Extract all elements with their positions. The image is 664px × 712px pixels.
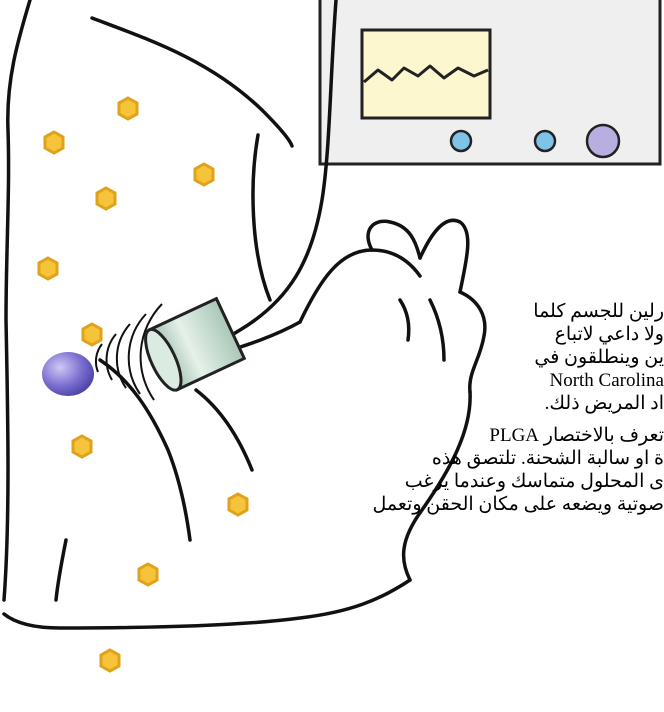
text-line: ين وينطلقون في	[533, 346, 664, 369]
monitor-knob-blue-2	[535, 131, 555, 151]
nanoparticle	[45, 132, 63, 153]
monitor-knob-purple	[587, 125, 619, 157]
nanoparticle	[139, 564, 157, 585]
article-paragraph-1: رلين للجسم كلما ولا داعي لاتباع ين وينطل…	[533, 300, 664, 415]
text-line: North Carolina	[533, 369, 664, 392]
text-line: رلين للجسم كلما	[533, 300, 664, 323]
article-paragraph-2: تعرف بالاختصار PLGA ة او سالبة الشحنة. ت…	[373, 424, 664, 516]
nanoparticle	[119, 98, 137, 119]
nanoparticle	[97, 188, 115, 209]
nanoparticle	[229, 494, 247, 515]
text-line: اد المريض ذلك.	[533, 392, 664, 415]
nanoparticle	[73, 436, 91, 457]
text-line: ى المحلول متماسك وعندما يرغب	[373, 470, 664, 493]
monitor-knob-blue-1	[451, 131, 471, 151]
nanoparticle	[195, 164, 213, 185]
injection-site	[42, 352, 94, 396]
text-line: ولا داعي لاتباع	[533, 323, 664, 346]
text-line: تعرف بالاختصار PLGA	[373, 424, 664, 447]
nanoparticle	[101, 650, 119, 671]
nanoparticle	[39, 258, 57, 279]
text-line: صوتية ويضعه على مكان الحقن وتعمل	[373, 493, 664, 516]
text-line: ة او سالبة الشحنة. تلتصق هذه	[373, 447, 664, 470]
ultrasound-monitor	[320, 0, 660, 164]
nanoparticle	[83, 324, 101, 345]
